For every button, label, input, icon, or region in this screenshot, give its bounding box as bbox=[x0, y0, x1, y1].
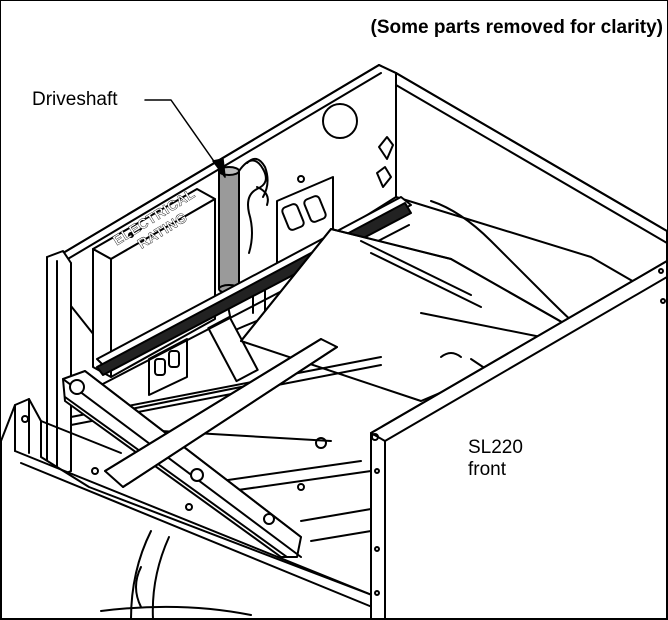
driveshaft-callout-label: Driveshaft bbox=[32, 89, 118, 110]
side-label: front bbox=[468, 459, 507, 480]
right-side-wall bbox=[395, 72, 667, 362]
scissor-arm-cross bbox=[104, 338, 338, 488]
lower-outlet bbox=[148, 338, 188, 396]
figure-caption: (Some parts removed for clarity) bbox=[370, 17, 663, 38]
front-base-frame bbox=[1, 398, 378, 619]
model-label: SL220 bbox=[468, 437, 523, 458]
driveshaft bbox=[218, 166, 240, 294]
scissor-arm bbox=[62, 370, 302, 558]
wiring-harness bbox=[238, 157, 269, 254]
front-panel bbox=[370, 260, 667, 619]
driveshaft-leader bbox=[144, 99, 226, 178]
model-front-callout: SL220 front bbox=[468, 437, 523, 481]
hinge-bracket-pair bbox=[376, 136, 394, 188]
left-side-wall bbox=[46, 250, 72, 478]
rear-wall-access-hole bbox=[322, 103, 358, 139]
electrical-box bbox=[92, 188, 216, 378]
